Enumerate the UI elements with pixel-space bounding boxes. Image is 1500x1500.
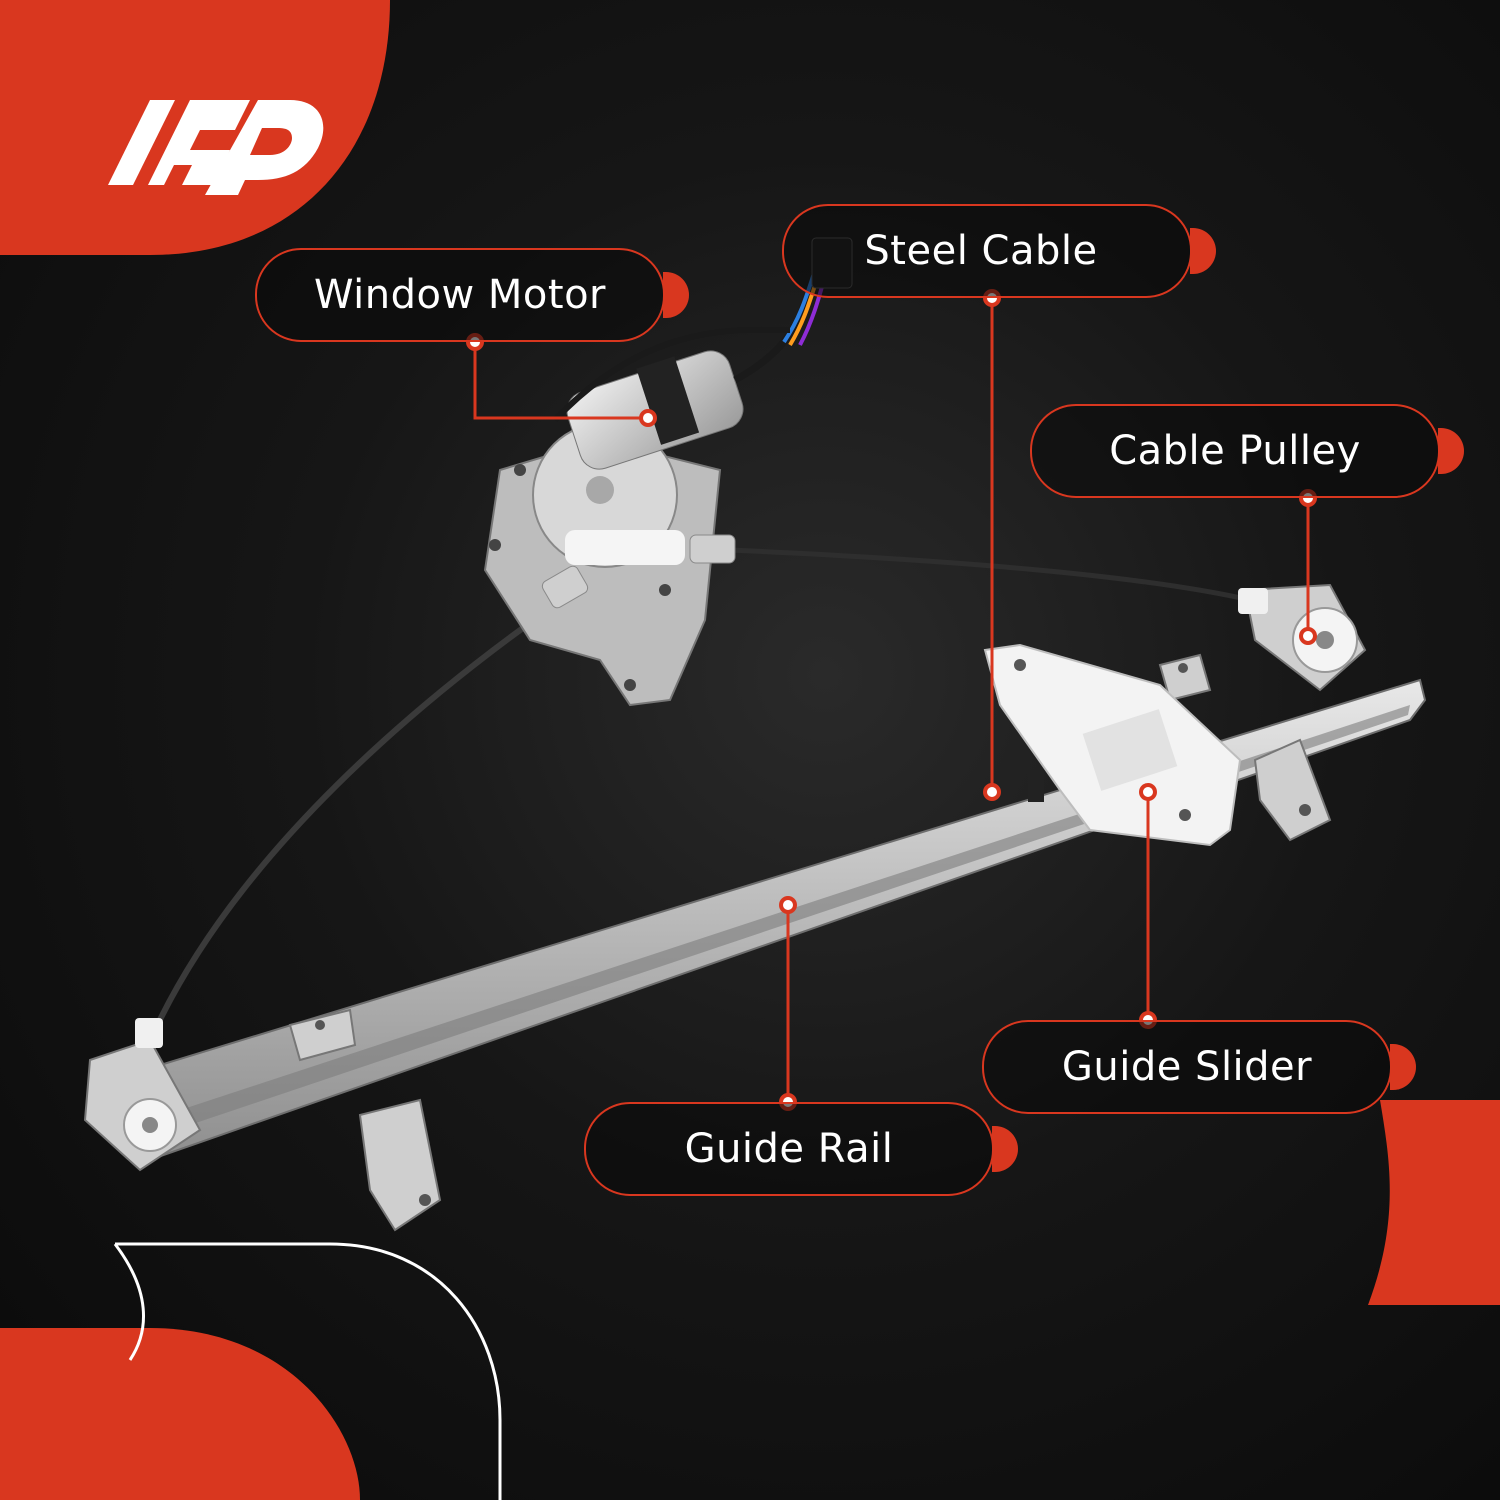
corner-shape-right — [1368, 1100, 1500, 1305]
callout-window-motor: Window Motor — [255, 248, 689, 342]
callout-steel-cable-label: Steel Cable — [864, 228, 1098, 274]
dot-guide-rail-top — [779, 896, 797, 914]
leader-window-motor — [473, 342, 648, 420]
mount-tab-3 — [1158, 653, 1212, 702]
callout-guide-slider-label: Guide Slider — [1061, 1044, 1313, 1090]
callout-guide-rail-label: Guide Rail — [684, 1126, 894, 1172]
callout-window-motor-label: Window Motor — [313, 272, 606, 318]
corner-shape-bottom-left — [0, 1328, 360, 1500]
dot-window-motor-end — [639, 409, 657, 427]
motor-cylinder — [566, 350, 744, 470]
callout-cable-pulley: Cable Pulley — [1030, 404, 1464, 498]
dot-guide-slider-top — [1139, 783, 1157, 801]
dot-cable-pulley-end — [1299, 627, 1317, 645]
callout-steel-cable: Steel Cable — [782, 204, 1216, 298]
callout-guide-rail: Guide Rail — [584, 1102, 1018, 1196]
logo-icon — [108, 100, 324, 195]
white-outline-arc — [113, 1242, 502, 1500]
mount-tab-2 — [288, 1008, 357, 1062]
steel-cable-upper — [729, 547, 1251, 603]
callout-cable-pulley-label: Cable Pulley — [1109, 428, 1361, 474]
steel-cable-lower — [152, 602, 557, 1032]
mount-tab-4 — [1253, 738, 1332, 842]
callout-guide-slider: Guide Slider — [982, 1020, 1416, 1114]
pulley-left — [123, 1018, 177, 1152]
dot-steel-cable-end — [983, 783, 1001, 801]
